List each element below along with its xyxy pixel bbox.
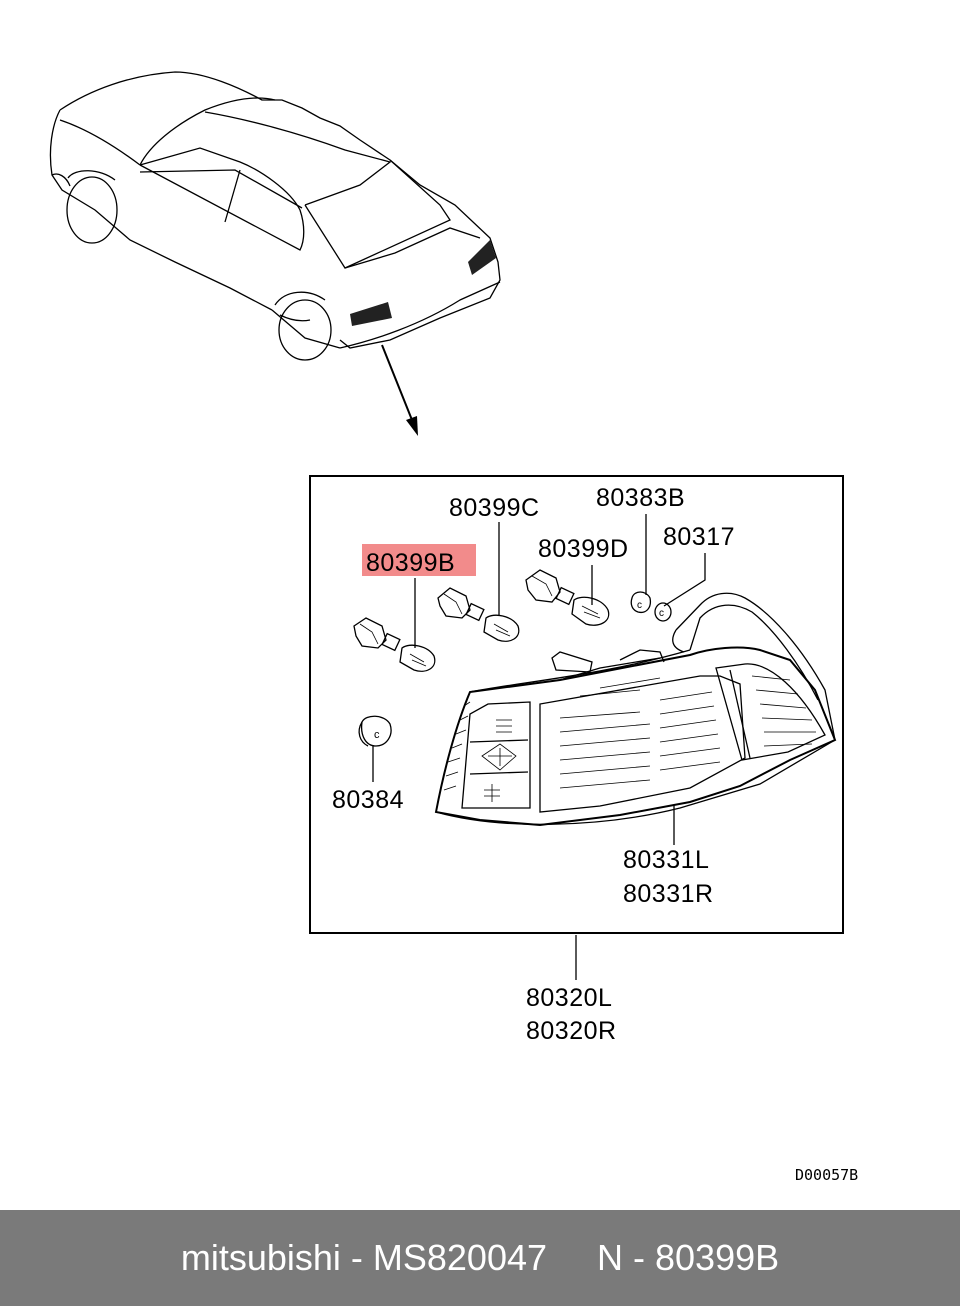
label-80331l: 80331L xyxy=(623,846,709,874)
footer-part-info: mitsubishi - MS820047 N - 80399B xyxy=(180,1237,780,1278)
label-80399d: 80399D xyxy=(538,535,629,563)
label-80384: 80384 xyxy=(332,786,404,814)
label-80320r: 80320R xyxy=(526,1017,617,1045)
bulb-80399b xyxy=(353,617,436,672)
bulb-80399d xyxy=(525,569,610,626)
label-80399b: 80399B xyxy=(366,549,455,577)
highlight-box xyxy=(362,544,476,576)
footer-bar xyxy=(0,1210,960,1306)
svg-text:c: c xyxy=(637,600,642,611)
label-80399c: 80399C xyxy=(449,494,540,522)
label-80383b: 80383B xyxy=(596,484,685,512)
svg-text:c: c xyxy=(374,729,380,741)
grommet-80317: c xyxy=(654,602,672,622)
label-80317: 80317 xyxy=(663,523,735,551)
parts-diagram: 80399C 80383B 80399D 80317 80399B 80384 … xyxy=(49,71,858,1184)
label-80331r: 80331R xyxy=(623,880,714,908)
label-80320l: 80320L xyxy=(526,984,612,1012)
car-illustration xyxy=(49,71,501,436)
diagram-code: D00057B xyxy=(795,1166,858,1184)
leader-lines xyxy=(372,514,706,980)
rear-lamp-left-shape xyxy=(350,302,392,326)
bulb-80399c xyxy=(437,587,520,642)
lamp-assembly xyxy=(434,592,837,827)
lens-pattern-left xyxy=(481,719,517,802)
socket-80383b: c xyxy=(630,591,652,614)
lens-lines xyxy=(559,675,816,789)
rear-lamp-right-shape xyxy=(468,240,496,275)
svg-text:c: c xyxy=(659,608,664,619)
detail-frame xyxy=(309,475,844,934)
clip-80384: c xyxy=(358,715,392,747)
